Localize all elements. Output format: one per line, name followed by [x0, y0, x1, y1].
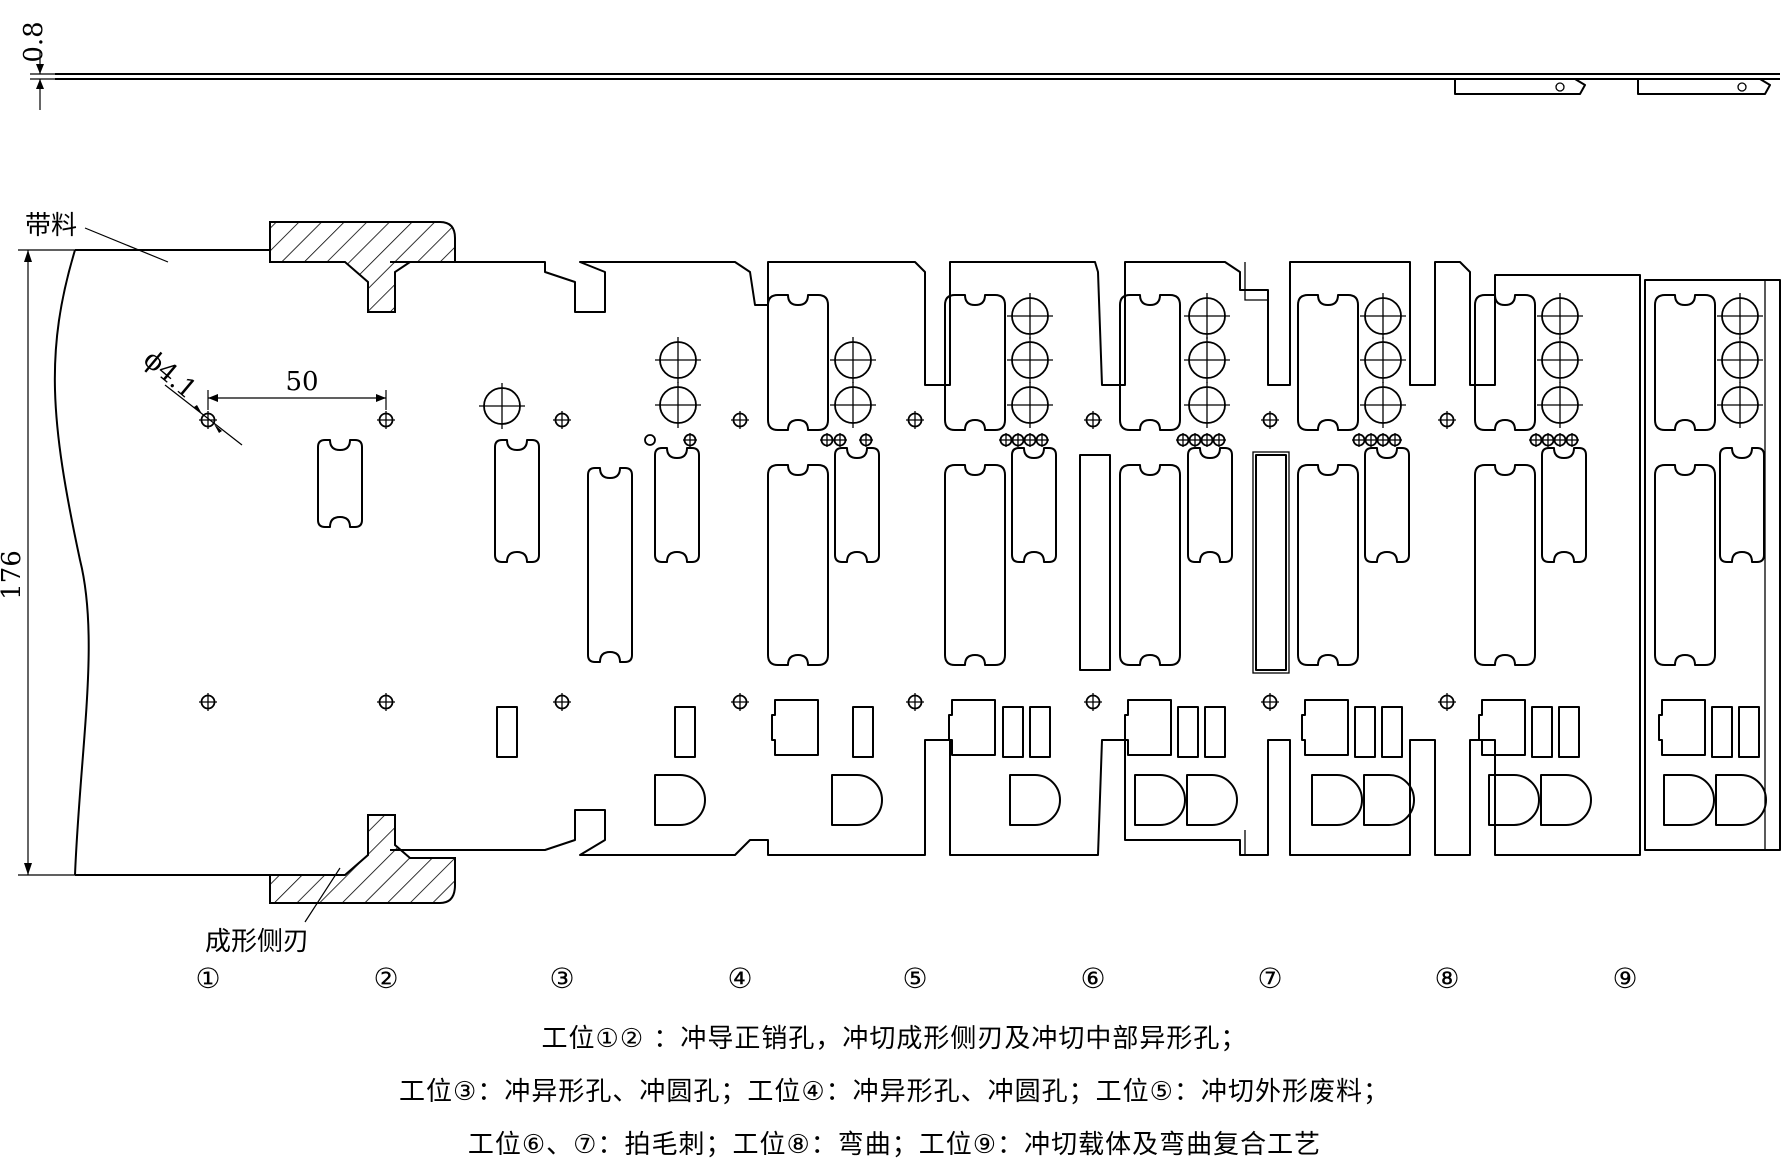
station-number: ⑦ [1257, 962, 1282, 995]
thickness-dimension: 0.8 [19, 21, 55, 110]
pitch-dimension: 50 [207, 367, 387, 410]
station-4-features [587, 336, 706, 826]
forming-side-cutter-top [269, 221, 456, 313]
forming-side-cutter-bottom [269, 814, 456, 904]
pitch-value: 50 [285, 367, 318, 397]
strip-label-group: 带料 [25, 211, 169, 263]
station-3-features [478, 382, 540, 758]
station-number: ② [373, 962, 398, 995]
pilot-diameter-value: ϕ4.1 [138, 344, 203, 405]
station-numbers: ① ② ③ ④ ⑤ ⑥ ⑦ ⑧ ⑨ [195, 962, 1637, 995]
station-9-features [1474, 292, 1767, 826]
height-dimension: 176 [0, 249, 75, 876]
strip-side-view [55, 73, 1780, 95]
caption-line-3: 工位⑥、⑦：拍毛刺；工位⑧：弯曲；工位⑨：冲切载体及弯曲复合工艺 [467, 1130, 1322, 1160]
station-2-features [317, 439, 363, 528]
station-number: ⑨ [1612, 962, 1637, 995]
pilot-diameter-dimension: ϕ4.1 [138, 344, 243, 446]
caption-line-2: 工位③：冲异形孔、冲圆孔；工位④：冲异形孔、冲圆孔；工位⑤：冲切外形废料； [399, 1077, 1390, 1107]
station-number: ⑥ [1080, 962, 1105, 995]
strip-label: 带料 [25, 211, 77, 241]
strip-outline [53, 249, 1781, 876]
station-7-features [1079, 292, 1238, 826]
caption-line-1: 工位①② ：冲导正销孔，冲切成形侧刃及冲切中部异形孔； [541, 1024, 1248, 1054]
station-5-features [767, 294, 883, 826]
side-cutter-label: 成形侧刃 [205, 927, 309, 957]
thickness-value: 0.8 [19, 21, 49, 62]
station-number: ⑤ [902, 962, 927, 995]
station-6-features [944, 292, 1061, 826]
station-number: ④ [727, 962, 752, 995]
station-number: ⑧ [1434, 962, 1459, 995]
station-number: ③ [549, 962, 574, 995]
height-value: 176 [0, 550, 27, 600]
station-number: ① [195, 962, 220, 995]
station-8-features [1252, 292, 1415, 826]
side-cutter-label-group: 成形侧刃 [205, 867, 341, 957]
